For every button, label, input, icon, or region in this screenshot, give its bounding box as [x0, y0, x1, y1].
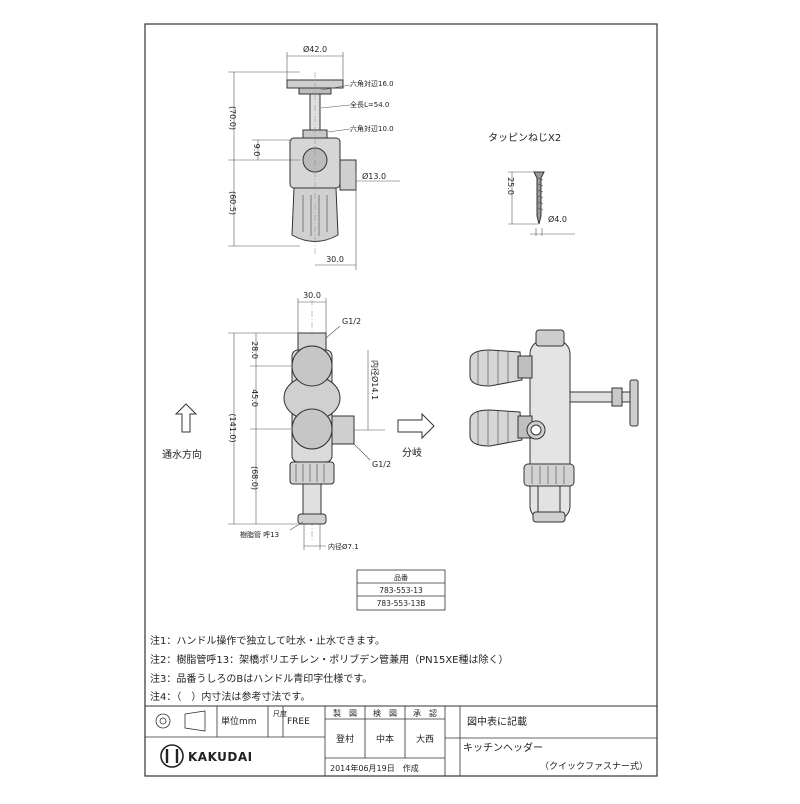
top-dim-dia13: Ø13.0: [362, 171, 386, 181]
product-type: （クイックファスナー式）: [540, 760, 648, 772]
front-resin-pipe: [302, 483, 322, 517]
title-block: 単位mm 尺度 FREE 製 図 検 図 承 認 登村 中本 大西 2014年0…: [144, 705, 658, 777]
part-number-row: 783-553-13B: [377, 599, 426, 608]
front-thread-side: G1/2: [372, 460, 391, 469]
branch-label: 分岐: [402, 446, 422, 459]
top-dim-total-len: 全長L=54.0: [350, 100, 389, 109]
scale-value: FREE: [287, 717, 310, 727]
product-name: キッチンヘッダー: [463, 741, 543, 754]
name-drafted: 登村: [336, 733, 354, 745]
notes: 注1：ハンドル操作で独立して吐水・止水できます。 注2：樹脂管呼13：架橋ポリエ…: [150, 634, 509, 703]
brand-name: KAKUDAI: [188, 750, 253, 764]
iso-quick-fastener: [523, 463, 575, 487]
note-2: 注2：樹脂管呼13：架橋ポリエチレン・ポリブデン管兼用（PN15XE種は除く）: [150, 653, 509, 666]
front-dim-inner7: 内径Ø7.1: [328, 542, 359, 551]
top-dim-hex16: 六角対辺16.0: [350, 79, 394, 88]
front-dim-45: 45.0: [250, 389, 259, 407]
name-approved: 大西: [416, 733, 434, 745]
screw-icon: [533, 171, 545, 225]
top-dim-70: (70.0): [228, 106, 237, 130]
top-lower-handle: [291, 187, 339, 242]
screw-view: タッピンねじX2 25.0 Ø4.0: [488, 132, 575, 236]
front-pipe-label: 樹脂管 呼13: [240, 530, 279, 539]
part-table-header: 品番: [394, 574, 408, 582]
iso-handle-disk: [629, 379, 639, 427]
screw-label: タッピンねじX2: [488, 132, 561, 144]
note-4: 注4：（ ）内寸法は参考寸法です。: [150, 690, 310, 703]
top-dim-60-5: (60.5): [228, 191, 237, 215]
note-3: 注3：品番うしろのBはハンドル青印字仕様です。: [150, 672, 372, 685]
note-1: 注1：ハンドル操作で独立して吐水・止水できます。: [150, 634, 385, 647]
iso-upper-handle: [469, 349, 523, 387]
col-checked: 検 図: [373, 708, 397, 718]
front-side-outlet: [331, 415, 355, 445]
top-dim-hex10: 六角対辺10.0: [350, 124, 394, 133]
front-dim-30: 30.0: [303, 291, 321, 300]
front-pipe-end: [297, 513, 327, 525]
front-dim-141: (141.0): [228, 413, 237, 442]
front-dim-inner14: 内径Ø14.1: [370, 360, 380, 400]
col-approved: 承 認: [413, 708, 437, 718]
material-note: 図中表に記載: [467, 715, 527, 728]
top-dim-9: 9.0: [252, 144, 261, 157]
front-dim-68: (68.0): [250, 466, 259, 490]
part-number-row: 783-553-13: [379, 586, 423, 595]
front-view: 30.0 G1/2 (141.0) 28.0 45.0 (68.0) 内径Ø14…: [162, 291, 435, 551]
top-view: Ø42.0 六角対辺16.0 全長L=54.0 六角対辺10.0 (70.0) …: [228, 44, 400, 270]
front-dim-28: 28.0: [250, 341, 259, 359]
branch-arrow-icon: [397, 412, 435, 440]
iso-pipe: [537, 485, 561, 515]
kakudai-logo-icon: [160, 744, 184, 768]
front-quick-fastener: [289, 461, 335, 485]
iso-lower-handle: [469, 409, 523, 447]
screw-dim-len: 25.0: [506, 177, 515, 195]
top-dim-handle-dia: Ø42.0: [303, 44, 327, 54]
col-drafted: 製 図: [333, 708, 357, 718]
scale-label: 尺度: [273, 709, 287, 718]
flow-arrow-icon: [174, 403, 198, 433]
top-dim-30: 30.0: [326, 255, 344, 264]
unit-label: 単位mm: [221, 715, 257, 727]
part-number-table: 品番 783-553-13 783-553-13B: [356, 569, 446, 611]
iso-view: [469, 329, 639, 523]
projection-symbol-icon: [155, 713, 171, 729]
flow-label: 通水方向: [162, 448, 202, 461]
drawing-date: 2014年06月19日 作成: [330, 763, 419, 773]
top-side-outlet: [339, 159, 357, 191]
screw-dim-dia: Ø4.0: [548, 214, 567, 224]
name-checked: 中本: [376, 733, 394, 745]
front-thread-top: G1/2: [342, 317, 361, 326]
